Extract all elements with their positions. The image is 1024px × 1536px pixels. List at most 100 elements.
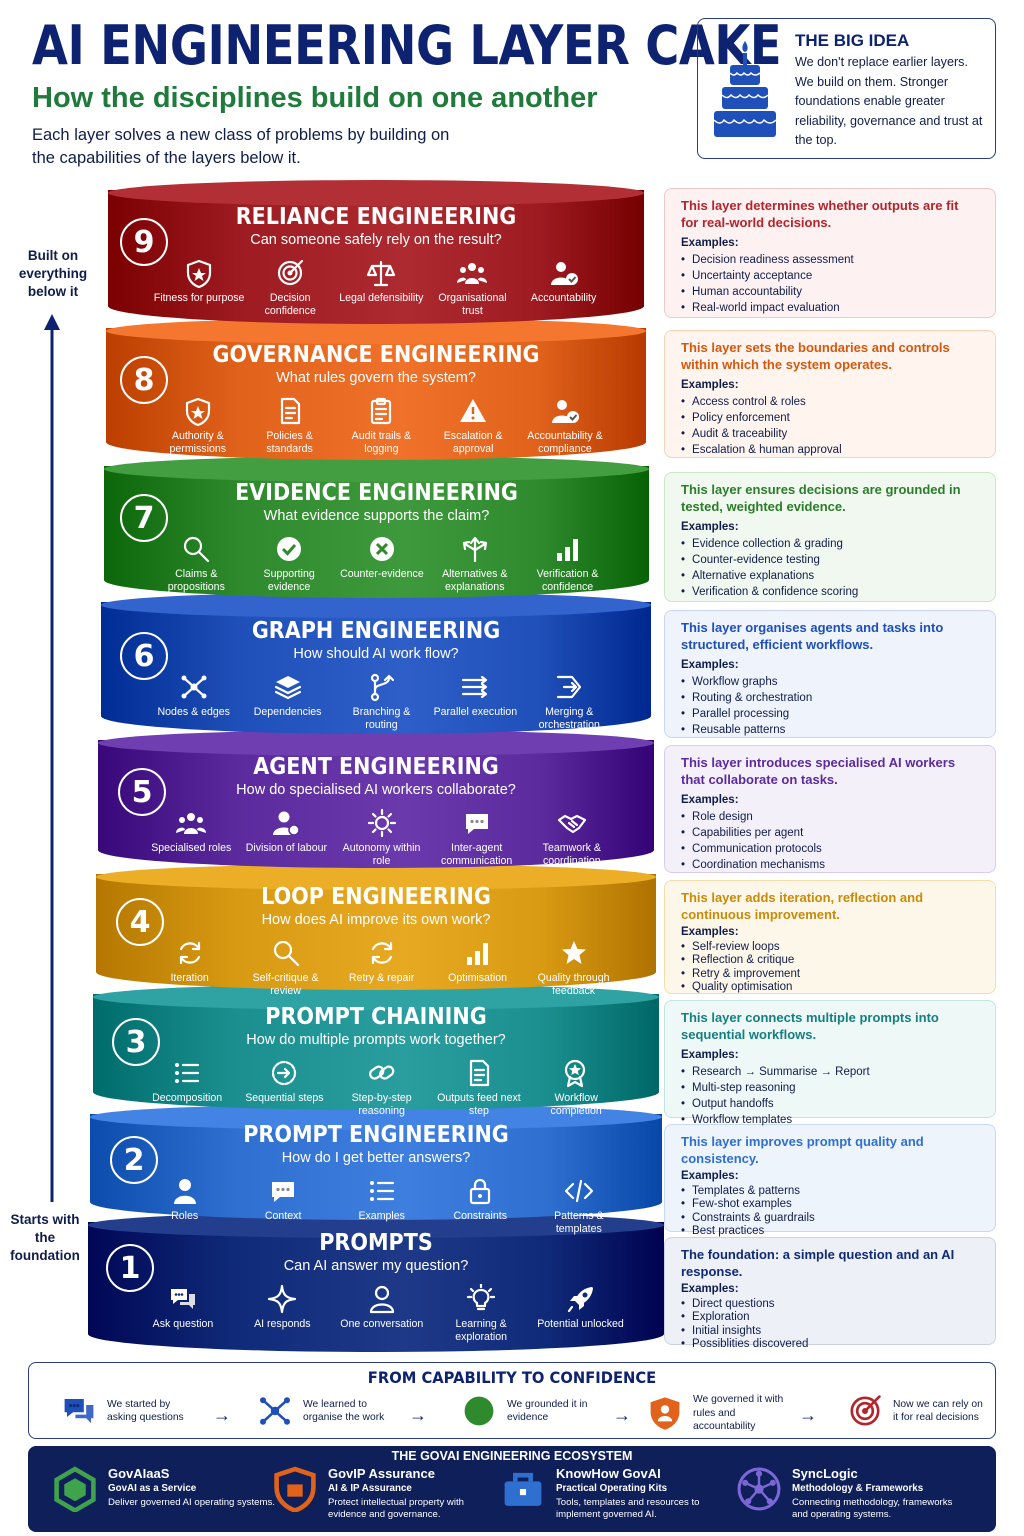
card-examples-label: Examples: (681, 926, 739, 938)
bar-chart-icon (466, 943, 488, 965)
card-example: Uncertainty acceptance (681, 268, 854, 284)
big-idea-title: THE BIG IDEA (795, 31, 910, 50)
cycle-icon (371, 941, 392, 965)
list-icon (175, 1063, 200, 1083)
arrow-right-icon: → (613, 1405, 631, 1425)
layer-question: What rules govern the system? (276, 370, 476, 386)
layer-card-7: This layer ensures decisions are grounde… (664, 472, 996, 602)
people-group-icon (176, 813, 207, 834)
handshake-icon (557, 814, 586, 834)
merge-icon (557, 675, 582, 699)
layer-item-label: Context (264, 1210, 302, 1222)
layer-item-label: Quality through feedback (537, 972, 610, 997)
layer-question: How does AI improve its own work? (261, 912, 491, 928)
layer-item-label: Counter-evidence (340, 568, 424, 580)
layer-number: 9 (120, 218, 168, 266)
capability-strip: FROM CAPABILITY TO CONFIDENCE We started… (28, 1362, 996, 1439)
layer-question: What evidence supports the claim? (263, 508, 490, 524)
layer-question: How do multiple prompts work together? (246, 1032, 506, 1048)
card-example: Research → Summarise → Report (681, 1064, 870, 1080)
step-arrow-icon (272, 1060, 297, 1086)
layer-item-label: Organisational trust (438, 292, 507, 317)
person-icon (173, 1179, 196, 1204)
card-examples-label: Examples: (681, 1170, 739, 1182)
layer-item-label: Optimisation (448, 972, 508, 984)
layer-item-label: AI responds (254, 1318, 311, 1330)
layer-item-label: Branching & routing (352, 706, 411, 731)
card-headline: This layer determines whether outputs ar… (681, 198, 959, 230)
card-example: Self-review loops (681, 941, 800, 954)
layer-title: PROMPT ENGINEERING (243, 1122, 509, 1148)
layer-item: Escalation & approval (427, 396, 519, 455)
arrow-right-icon: → (799, 1405, 817, 1425)
layer-title: AGENT ENGINEERING (253, 754, 499, 780)
card-headline: This layer sets the boundaries and contr… (681, 340, 950, 372)
layer-item: Workflow completion (530, 1058, 622, 1117)
network-icon (181, 675, 207, 699)
side-label-top: Built on everything below it (18, 248, 88, 299)
layer-item: Verification & confidence (522, 534, 614, 593)
layer-item: Iteration (144, 938, 236, 997)
chat-bubble-icon (272, 1182, 295, 1202)
card-example: Constraints & guardrails (681, 1212, 815, 1225)
layer-number: 8 (120, 356, 168, 404)
layer-title: EVIDENCE ENGINEERING (235, 480, 518, 506)
card-example: Real-world impact evaluation (681, 300, 854, 316)
layer-item-label: Dependencies (253, 706, 322, 718)
check-circle-icon (464, 1396, 494, 1426)
card-examples: Role designCapabilities per agentCommuni… (681, 809, 825, 873)
card-example: Routing & orchestration (681, 690, 812, 706)
layer-item-label: Verification & confidence (536, 568, 599, 593)
layer-item-label: Parallel execution (433, 706, 518, 718)
capability-step: We grounded it in evidence (461, 1393, 599, 1429)
layer-item-label: Claims & propositions (167, 568, 225, 593)
layer-item: Fitness for purpose (154, 258, 245, 317)
layer-item-label: Examples (358, 1210, 405, 1222)
layer-item: Potential unlocked (535, 1284, 627, 1343)
layer-question: How do specialised AI workers collaborat… (236, 782, 516, 798)
ecosystem-desc: Tools, templates and resources to implem… (556, 1497, 700, 1520)
layer-item-label: Accountability & compliance (527, 430, 603, 455)
layer-item: Parallel execution (429, 672, 521, 731)
layer-item: Learning & exploration (435, 1284, 527, 1343)
card-examples: Research → Summarise → ReportMulti-step … (681, 1064, 870, 1128)
card-examples-label: Examples: (681, 237, 739, 249)
layer-item-label: Escalation & approval (443, 430, 503, 455)
card-example: Alternative explanations (681, 568, 858, 584)
card-example: Few-shot examples (681, 1198, 815, 1211)
card-example: Quality optimisation (681, 981, 800, 994)
ecosystem-sub: Practical Operating Kits (556, 1483, 668, 1494)
person-gear-icon (273, 811, 301, 836)
cake-icon (713, 41, 777, 137)
side-label-bottom: Starts with the foundation (10, 1212, 80, 1263)
layer-item: Dependencies (242, 672, 334, 731)
hub-network-icon (737, 1467, 781, 1511)
magnifier-icon (184, 536, 210, 563)
layer-item: Specialised roles (145, 808, 237, 867)
card-example: Role design (681, 809, 825, 825)
capability-step: We learned to organise the work (257, 1393, 395, 1429)
card-headline: This layer ensures decisions are grounde… (681, 482, 961, 514)
layer-title: PROMPT CHAINING (265, 1004, 487, 1030)
layer-item-label: Patterns & templates (554, 1210, 604, 1235)
layer-item-label: Autonomy within role (342, 842, 421, 867)
layer-number: 4 (116, 898, 164, 946)
capability-step-text: We grounded it in evidence (507, 1398, 588, 1424)
layer-item-label: Potential unlocked (537, 1318, 624, 1330)
card-example: Exploration (681, 1311, 808, 1324)
shield-logo-icon (274, 1466, 316, 1512)
card-example: Possiblities discovered (681, 1338, 808, 1351)
lightbulb-icon (467, 1284, 496, 1311)
scales-icon (367, 260, 396, 287)
arrow-right-icon: → (213, 1405, 231, 1425)
capability-title: FROM CAPABILITY TO CONFIDENCE (367, 1368, 657, 1387)
layer-number: 6 (120, 632, 168, 680)
layer-item: Legal defensibility (336, 258, 427, 317)
